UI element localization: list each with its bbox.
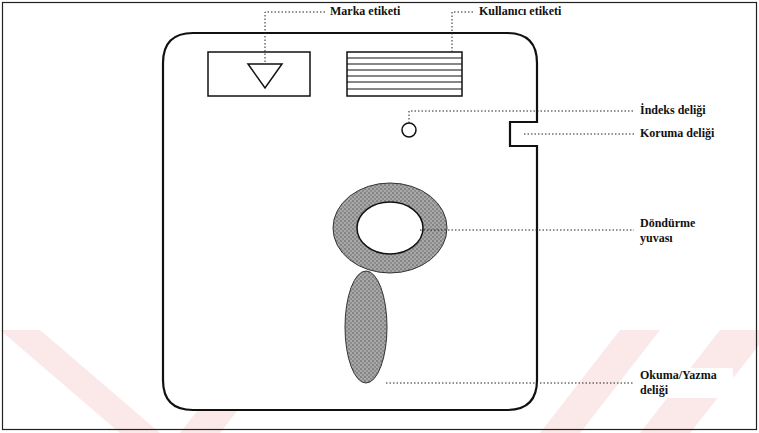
- disk-body: [163, 33, 537, 410]
- hub-ring: [333, 183, 447, 273]
- user-label-lines: [347, 58, 462, 89]
- frame: [3, 3, 757, 430]
- hub-label: Döndürme yuvası: [639, 216, 713, 246]
- user-label: [347, 52, 462, 96]
- hub-hole: [357, 202, 423, 254]
- protect-hole-label: Koruma deliği: [639, 126, 715, 141]
- index-hole: [402, 123, 416, 137]
- brand-label: [208, 52, 310, 96]
- read-write-slot: [345, 271, 387, 383]
- index-hole-label: İndeks deliği: [639, 103, 707, 118]
- brand-label-text: Marka etiketi: [329, 4, 401, 19]
- brand-triangle: [248, 64, 282, 88]
- slot-label: Okuma/Yazma deliği: [639, 368, 733, 398]
- leader-lines: [265, 12, 634, 383]
- user-label-text: Kullanıcı etiketi: [478, 4, 562, 19]
